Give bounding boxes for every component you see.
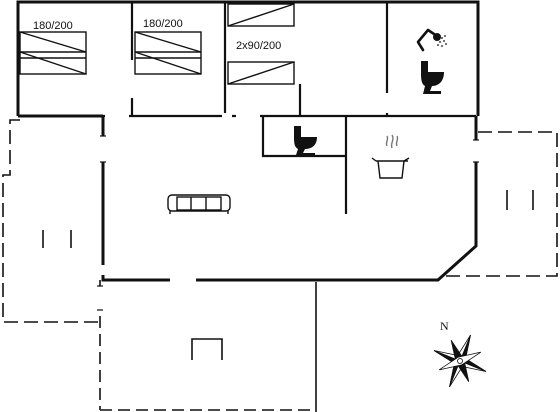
interior-partitions [261, 84, 348, 214]
terrace-south [99, 280, 316, 411]
bathroom-2 [294, 126, 317, 155]
kitchen [371, 134, 410, 179]
opening-jambs [97, 135, 479, 311]
cooking-pot-icon [371, 134, 410, 179]
terrace-east [440, 131, 558, 277]
sofa-icon [167, 194, 231, 214]
toilet-icon [294, 126, 317, 155]
bedroom-2: 180/200 [134, 18, 202, 75]
compass: N [433, 319, 487, 388]
compass-north-label: N [440, 319, 449, 333]
outer-walls [16, 0, 480, 282]
bed-label-2: 180/200 [143, 18, 183, 30]
compass-rose-icon [433, 334, 487, 388]
table-icon [506, 190, 534, 210]
shower-icon [416, 28, 447, 52]
bed-icon [227, 3, 295, 85]
living-room [167, 194, 231, 214]
openings [97, 60, 479, 310]
table-icon [42, 230, 72, 248]
table-icon [191, 338, 223, 360]
bed-icon [19, 31, 87, 75]
bed-label-1: 180/200 [33, 20, 73, 32]
bed-icon [134, 31, 202, 75]
bedroom-3: 2x90/200 [227, 3, 295, 85]
bed-label-3: 2x90/200 [236, 40, 281, 52]
bathroom-1 [416, 28, 447, 94]
bedroom-1: 180/200 [19, 20, 87, 75]
toilet-icon [421, 61, 444, 94]
terrace-west [2, 119, 100, 323]
